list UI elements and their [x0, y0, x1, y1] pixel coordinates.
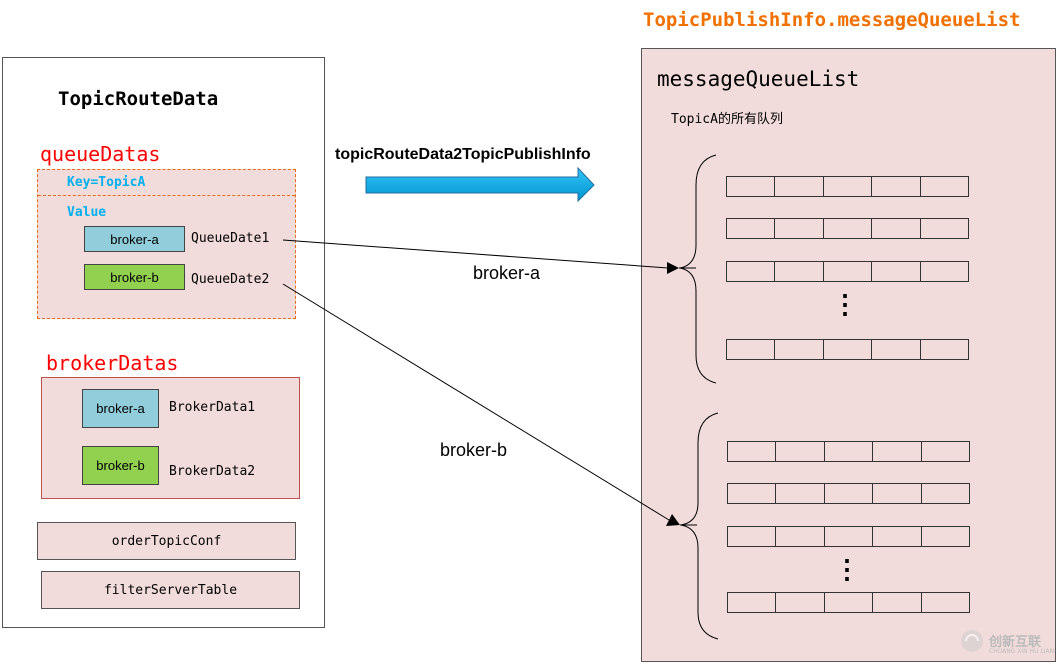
watermark-text: 创新互联 — [989, 635, 1042, 650]
queue-datas-divider — [38, 195, 295, 196]
queue-datas-box — [37, 169, 296, 319]
broker-a-line-label: broker-a — [473, 263, 541, 283]
queue-row — [727, 592, 971, 613]
broker-b-connector — [282, 283, 670, 521]
queue-row — [727, 526, 971, 547]
queue-row — [726, 176, 970, 197]
queue-key-label: Key=TopicA — [67, 175, 146, 190]
queue-group-a-ellipsis: ⋮ — [832, 290, 858, 320]
order-topic-conf-box: orderTopicConf — [37, 522, 296, 560]
queue-broker-a-chip: broker-a — [84, 226, 185, 252]
conversion-arrow — [365, 166, 595, 203]
queue-row — [727, 483, 971, 504]
conversion-arrow-label: topicRouteData2TopicPublishInfo — [335, 146, 591, 163]
topic-publish-info-header: TopicPublishInfo.messageQueueList — [643, 9, 1021, 31]
queue-row — [726, 339, 970, 360]
queue-row — [726, 218, 970, 239]
broker-a-connector — [282, 239, 669, 269]
queue-date1-label: QueueDate1 — [191, 231, 270, 246]
queue-group-b-brace — [680, 412, 719, 640]
topic-route-data-title: TopicRouteData — [58, 88, 219, 110]
watermark-subtext: CHUANG XIN HU LIAN — [989, 648, 1055, 655]
broker-data-broker-b-chip: broker-b — [82, 446, 159, 485]
broker-data-broker-a-chip: broker-a — [82, 389, 159, 428]
watermark-logo — [961, 630, 983, 652]
message-queue-list-subtitle: TopicA的所有队列 — [671, 112, 783, 127]
queue-group-a-brace — [679, 154, 717, 384]
queue-value-label: Value — [67, 205, 107, 220]
filter-server-table-box: filterServerTable — [41, 571, 300, 609]
broker-datas-label: brokerDatas — [46, 351, 179, 375]
queue-row — [726, 261, 970, 282]
broker-b-arrowhead — [666, 514, 680, 526]
message-queue-list-title: messageQueueList — [657, 67, 860, 91]
queue-broker-b-chip: broker-b — [84, 264, 185, 290]
broker-data2-label: BrokerData2 — [169, 464, 256, 479]
broker-data1-label: BrokerData1 — [169, 400, 256, 415]
queue-date2-label: QueueDate2 — [191, 272, 270, 287]
queue-row — [727, 441, 971, 462]
queue-datas-label: queueDatas — [40, 142, 161, 166]
broker-b-line-label: broker-b — [440, 440, 508, 460]
queue-group-b-ellipsis: ⋮ — [834, 555, 860, 585]
broker-a-arrowhead — [667, 262, 679, 274]
